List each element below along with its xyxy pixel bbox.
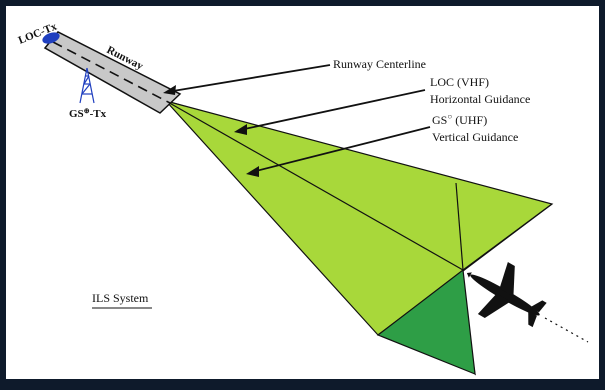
- loc-label-line2: Horizontal Guidance: [430, 92, 530, 106]
- ils-system-label: ILS System: [92, 291, 149, 305]
- gs-label-line2: Vertical Guidance: [432, 130, 518, 144]
- loc-label-line1: LOC (VHF): [430, 75, 489, 89]
- gs-label-line1: GS○ (UHF): [432, 112, 487, 127]
- runway-centerline-label: Runway Centerline: [333, 57, 426, 71]
